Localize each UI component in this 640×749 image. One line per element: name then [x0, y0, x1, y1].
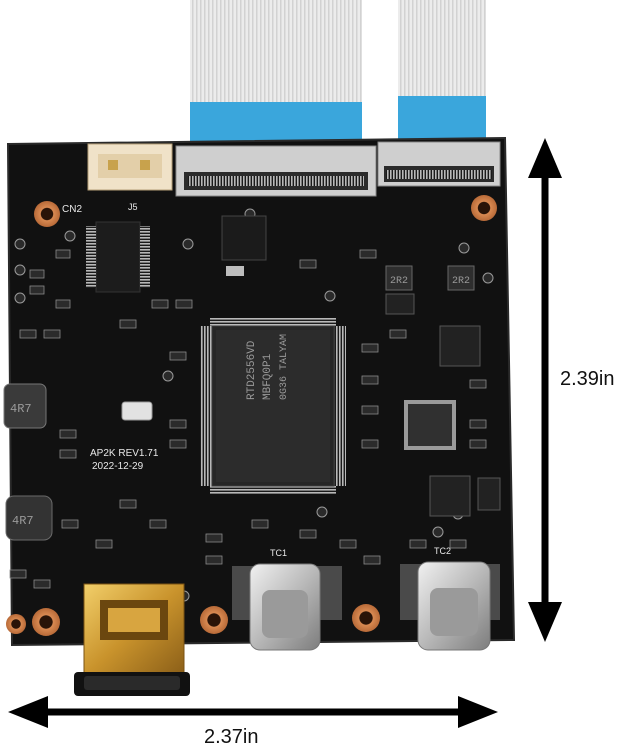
fpc-connector-right [377, 141, 501, 187]
qfn-chip [404, 400, 456, 450]
mounting-pad-bottom-left [32, 608, 60, 636]
usb-c-connector-tc1 [232, 563, 342, 651]
silk-cn2: CN2 [62, 204, 82, 215]
vertical-dimension-arrow [528, 138, 562, 642]
inductor-4r7-top [3, 383, 47, 429]
width-dimension-label: 2.37in [204, 726, 259, 748]
ic-cn2 [86, 221, 150, 293]
mini-hdmi-connector [74, 583, 190, 696]
inductor-4r7-bottom [5, 495, 53, 541]
silk-date: 2022-12-29 [92, 461, 144, 472]
silk-tc2: TC2 [434, 546, 451, 556]
fpc-connector-left [175, 145, 377, 197]
silk-2r2-a: 2R2 [390, 276, 408, 287]
height-dimension-label: 2.39in [560, 368, 615, 390]
connector-j5 [87, 143, 173, 191]
usb-c-connector-tc2 [400, 561, 500, 651]
smd-components [9, 249, 487, 589]
main-processor [200, 318, 346, 494]
chip-main-line3: 0G36 TALYAM [279, 334, 290, 400]
inductor-2r2-a [385, 265, 413, 291]
voltage-regulator [221, 215, 267, 276]
chip-main-line2: MBFQ0P1 [262, 353, 274, 400]
horizontal-dimension-arrow [8, 696, 498, 728]
silk-version: AP2K REV1.71 [90, 448, 159, 459]
mounting-pad-top-right [471, 195, 497, 221]
soic-chips [385, 293, 501, 517]
silk-j5: J5 [128, 202, 138, 212]
mounting-pad-bottom-mid [200, 606, 228, 634]
silk-4r7-top: 4R7 [10, 402, 32, 416]
chip-main-line1: RTD2556VD [246, 340, 258, 400]
silk-2r2-b: 2R2 [452, 276, 470, 287]
mounting-pad-bottom-right [352, 604, 380, 632]
mounting-pad-top-left [34, 201, 60, 227]
inductor-2r2-b [447, 265, 475, 291]
silk-4r7-bottom: 4R7 [12, 514, 34, 528]
crystal [121, 401, 153, 421]
ribbon-cable-left [190, 0, 362, 150]
ribbon-cable-right [398, 0, 486, 142]
silk-tc1: TC1 [270, 548, 287, 558]
